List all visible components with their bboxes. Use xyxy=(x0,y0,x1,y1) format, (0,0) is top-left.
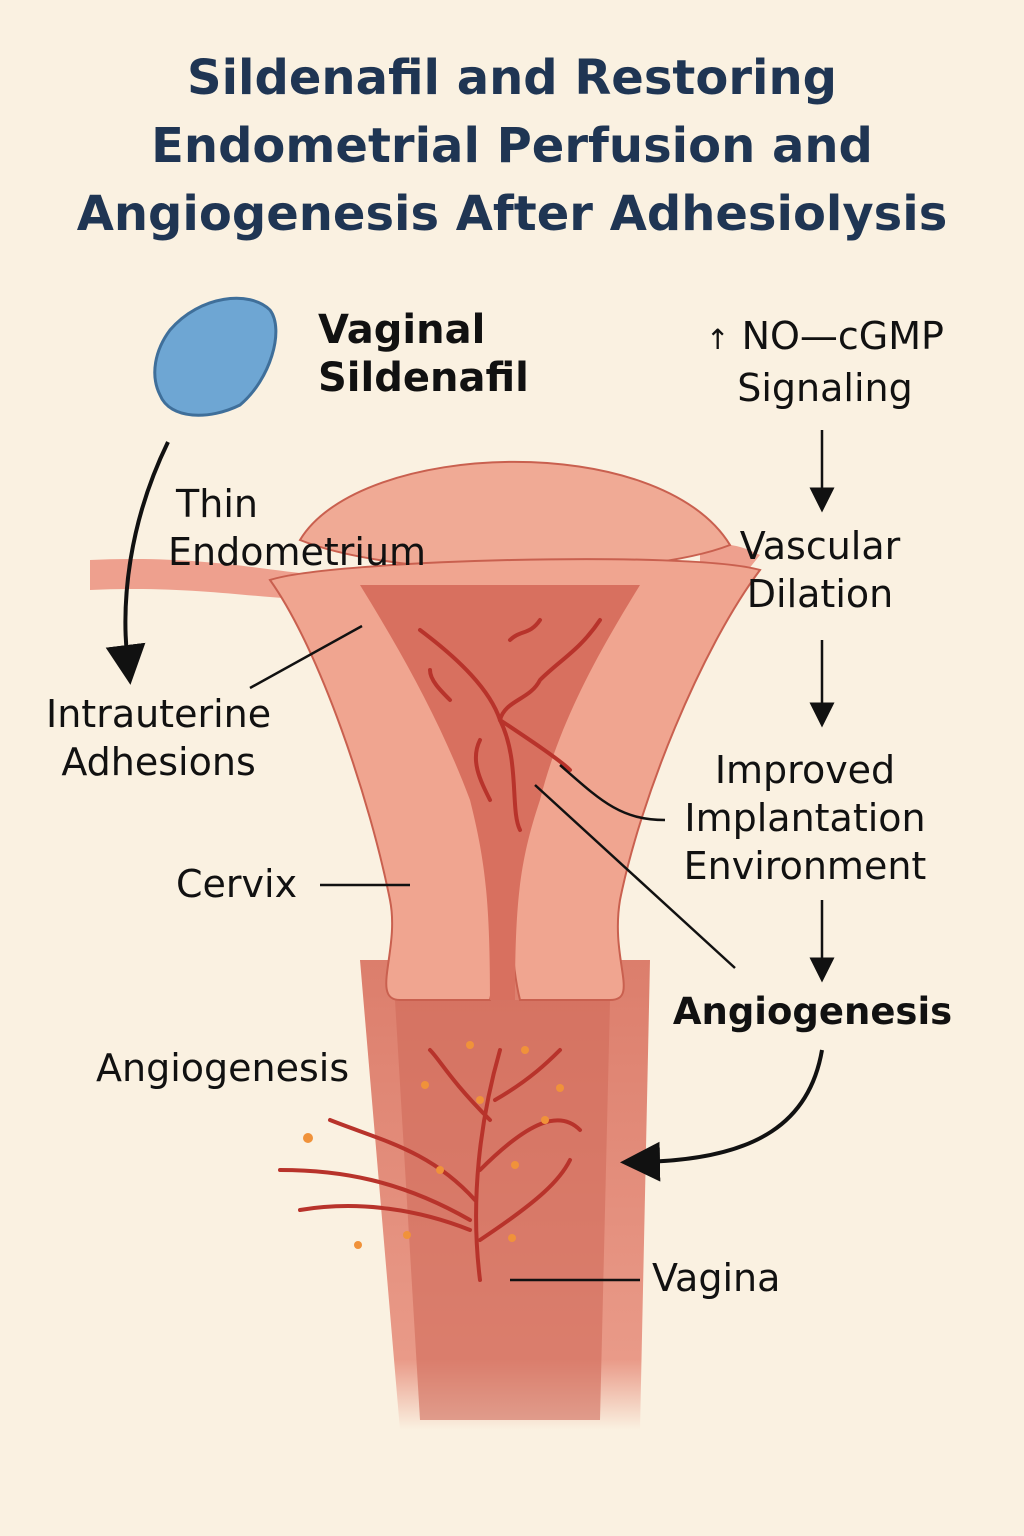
angiogenesis-arrow xyxy=(620,1049,824,1182)
pathway-step-no-cgmp: ↑ NO—cGMP Signaling xyxy=(690,312,960,412)
pathway-step-angiogenesis: Angiogenesis xyxy=(672,990,953,1033)
adhesions-line-2: Adhesions xyxy=(61,740,256,784)
pathway-step-implantation: Improved Implantation Environment xyxy=(670,746,940,890)
drug-arrow xyxy=(105,441,170,685)
thin-label-line-1: Thin xyxy=(176,482,258,526)
drug-label-line-2: Sildenafil xyxy=(318,355,529,401)
angiogenesis-leader xyxy=(534,784,736,969)
drug-label: Vaginal Sildenafil xyxy=(318,306,529,402)
up-arrow-icon: ↑ xyxy=(706,323,730,356)
adhesions-leader xyxy=(249,624,363,690)
title-line-2: Endometrial Perfusion and xyxy=(151,118,873,174)
page-title: Sildenafil and Restoring Endometrial Per… xyxy=(0,44,1024,248)
title-line-3: Angiogenesis After Adhesiolysis xyxy=(76,186,948,242)
implantation-line-3: Environment xyxy=(683,844,927,888)
pathway-step-vascular-dilation: Vascular Dilation xyxy=(700,522,940,618)
thin-label-line-2: Endometrium xyxy=(168,530,427,574)
growth-factor-dots xyxy=(303,1041,564,1249)
title-line-1: Sildenafil and Restoring xyxy=(187,50,837,106)
no-cgmp-text: NO—cGMP xyxy=(741,314,944,358)
drug-label-line-1: Vaginal xyxy=(318,307,486,353)
vascular-line-1: Vascular xyxy=(739,524,901,568)
adhesions-line-1: Intrauterine xyxy=(46,692,272,736)
vagina-label: Vagina xyxy=(652,1256,781,1300)
implantation-line-1: Improved xyxy=(714,748,896,792)
no-cgmp-line-2: Signaling xyxy=(737,366,913,410)
vascular-line-2: Dilation xyxy=(746,572,894,616)
angiogenesis-vessels xyxy=(278,1048,582,1282)
left-fallopian-tube xyxy=(90,558,330,600)
no-cgmp-line-1: ↑ NO—cGMP xyxy=(690,312,960,364)
angiogenesis-left-label: Angiogenesis xyxy=(96,1046,350,1090)
pill-icon xyxy=(153,296,278,417)
implantation-leader xyxy=(559,764,666,822)
endometrial-vessels xyxy=(418,618,602,832)
cervix-label: Cervix xyxy=(176,862,298,906)
thin-endometrium-label: Thin Endometrium xyxy=(168,480,426,576)
uterine-cavity xyxy=(360,585,640,1000)
adhesions-label: Intrauterine Adhesions xyxy=(46,690,271,786)
implantation-line-2: Implantation xyxy=(684,796,926,840)
